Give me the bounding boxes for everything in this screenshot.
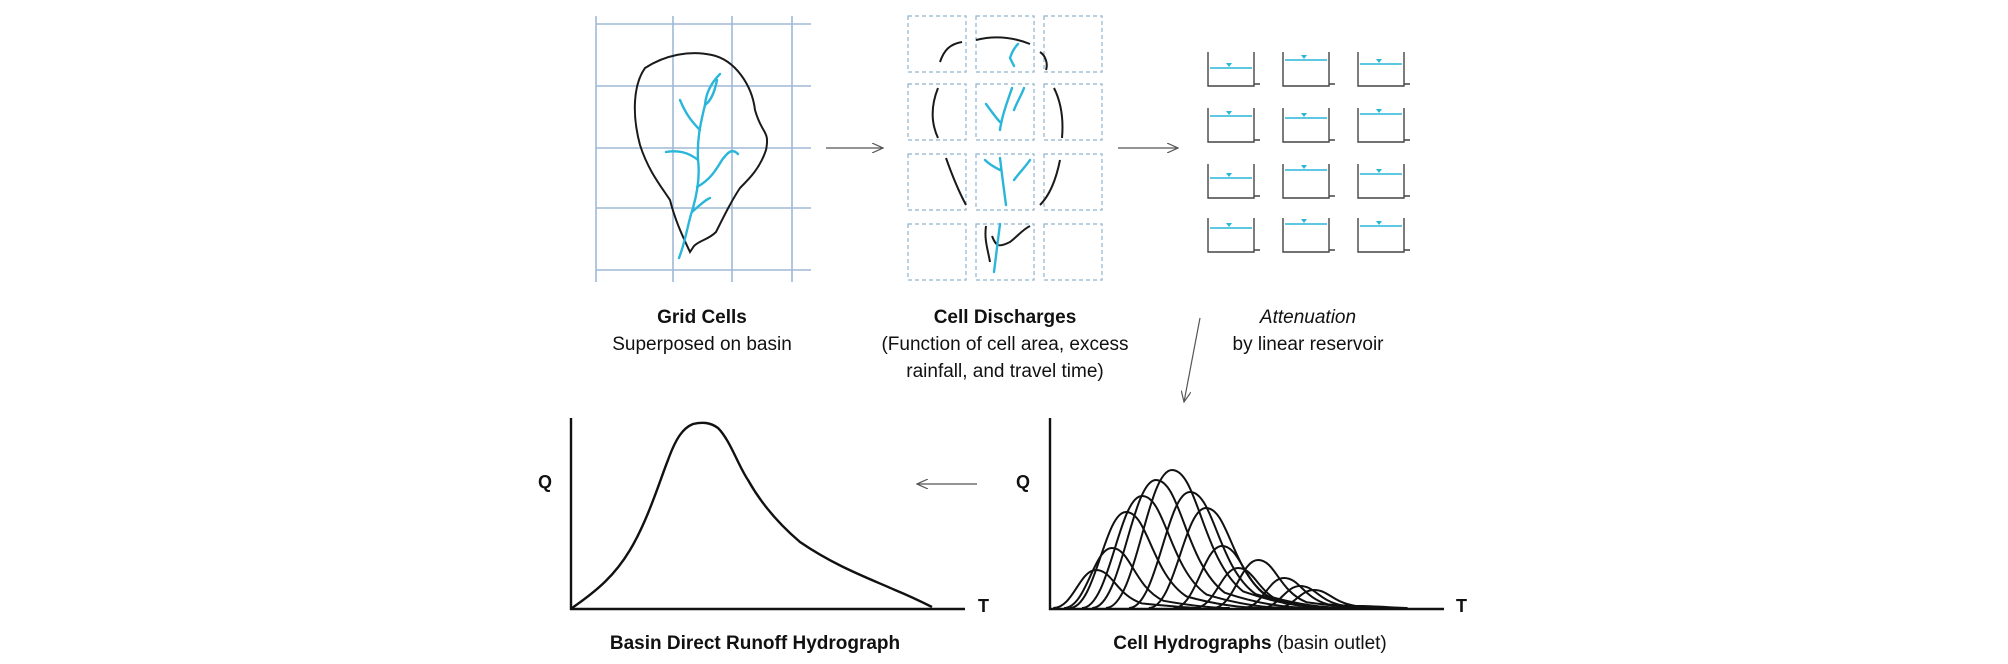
cell-hydrographs-title: Cell Hydrographs (basin outlet): [1080, 630, 1420, 657]
cell-hydrograph-curves: [1053, 468, 1408, 609]
cell-x-axis-label: T: [1456, 596, 1467, 616]
cell-discharges-panel: [907, 15, 1103, 281]
cell-stream-fragments: [983, 42, 1032, 274]
cell-discharges-subtitle-2: rainfall, and travel time): [906, 361, 1104, 382]
cell-hydrograph-curve: [1148, 506, 1347, 609]
cell-discharges-caption: Cell Discharges (Function of cell area, …: [862, 304, 1148, 385]
reservoir-tank: [1357, 108, 1410, 143]
reservoir-tank: [1282, 108, 1335, 143]
linear-reservoir-grid: [1207, 52, 1410, 253]
cell-hydrograph-curve: [1063, 546, 1230, 609]
grid-cells-title: Grid Cells: [657, 307, 747, 328]
cell-basin-fragments: [931, 36, 1064, 263]
grid-cells-panel: [595, 16, 811, 282]
reservoir-tank: [1357, 218, 1410, 253]
basin-hydrograph-axes: [569, 418, 965, 611]
reservoir-tank: [1282, 52, 1335, 87]
reservoir-tank: [1282, 218, 1335, 253]
basin-x-axis-label: T: [978, 596, 989, 616]
basin-outline: [633, 52, 768, 255]
grid-cells-subtitle: Superposed on basin: [612, 334, 792, 355]
reservoir-tank: [1357, 52, 1410, 87]
cell-discharges-title: Cell Discharges: [933, 307, 1077, 328]
cell-hydrographs-title-bold: Cell Hydrographs: [1113, 633, 1272, 654]
grid-lines: [595, 16, 811, 282]
cell-hydrograph-axes: [1048, 418, 1444, 611]
cell-hydrograph-curve: [1081, 494, 1290, 609]
cell-hydrographs-title-rest: (basin outlet): [1271, 633, 1387, 654]
cell-hydrograph-curve: [1275, 588, 1408, 609]
attenuation-subtitle: by linear reservoir: [1232, 334, 1384, 355]
reservoir-tank: [1207, 108, 1260, 143]
basin-runoff-curve: [571, 421, 933, 609]
cell-discharges-subtitle-1: (Function of cell area, excess: [881, 334, 1129, 355]
cell-y-axis-label: Q: [1016, 472, 1031, 492]
grid-cells-caption: Grid Cells Superposed on basin: [580, 304, 824, 358]
dashed-cells: [907, 15, 1103, 281]
basin-hydrograph-title: Basin Direct Runoff Hydrograph: [590, 630, 920, 657]
cell-hydrographs-panel: [1048, 418, 1444, 611]
basin-y-axis-label: Q: [538, 472, 553, 492]
reservoir-tank: [1357, 164, 1410, 199]
cell-hydrograph-curve: [1194, 566, 1345, 609]
basin-hydrograph-panel: [569, 418, 965, 611]
attenuation-caption: Attenuation by linear reservoir: [1198, 304, 1418, 358]
arrow-reservoirs-to-cell-hydrographs: [1184, 317, 1201, 402]
reservoir-tank: [1207, 218, 1260, 253]
attenuation-title: Attenuation: [1259, 307, 1357, 328]
reservoir-tank: [1207, 52, 1260, 87]
basin-hydrograph-title-text: Basin Direct Runoff Hydrograph: [609, 633, 901, 654]
reservoir-tank: [1282, 164, 1335, 199]
reservoir-tank: [1207, 164, 1260, 199]
stream-network: [664, 72, 740, 260]
